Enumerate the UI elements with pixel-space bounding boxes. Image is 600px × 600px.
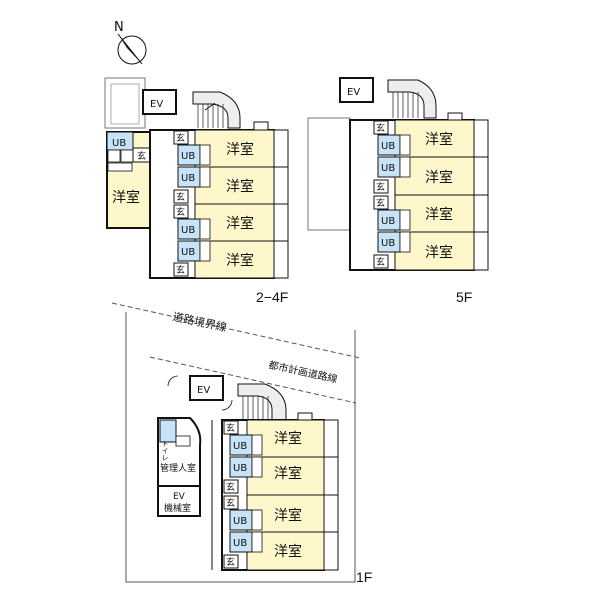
- elevator-label: EV: [197, 385, 210, 396]
- elevator-box: [142, 89, 177, 115]
- unit-ub: UB: [181, 225, 195, 236]
- unit-room-label: 洋室: [274, 507, 302, 524]
- manager-room-label: 管理人室: [160, 462, 196, 474]
- road-boundary-label: 道路境界線: [171, 309, 228, 334]
- unit-genkan: 玄: [376, 197, 385, 209]
- unit-ub: UB: [381, 216, 395, 227]
- floor-1f: 道路境界線 都市計画道路線 EV トイレ 管理人室 EV 機械室: [111, 302, 372, 585]
- unit-ub: UB: [233, 538, 247, 549]
- unit-genkan: 玄: [226, 422, 235, 434]
- unit-genkan: 玄: [176, 264, 185, 276]
- unit-ub: UB: [381, 141, 395, 152]
- unit-room-label: 洋室: [226, 141, 254, 158]
- unit-genkan: 玄: [376, 256, 385, 268]
- unit-room-label: 洋室: [226, 215, 254, 232]
- unit-ub: UB: [181, 151, 195, 162]
- floor-label: 5F: [456, 289, 472, 305]
- elevator-label: EV: [347, 87, 360, 98]
- unit-room-label: 洋室: [274, 543, 302, 560]
- unit-ub: UB: [381, 163, 395, 174]
- unit-room-label: 洋室: [274, 430, 302, 447]
- unit-ub: UB: [181, 173, 195, 184]
- unit-ub: UB: [381, 238, 395, 249]
- unit-ub: UB: [233, 463, 247, 474]
- north-label: N: [114, 20, 124, 35]
- toilet-label: トイレ: [161, 440, 169, 461]
- unit-genkan: 玄: [226, 556, 235, 568]
- unit-room-label: 洋室: [425, 206, 453, 223]
- elevator-box: [189, 375, 224, 401]
- unit-room-label: 洋室: [425, 169, 453, 186]
- unit-genkan: 玄: [176, 132, 185, 144]
- unit-genkan: 玄: [176, 191, 185, 203]
- floor-label: 1F: [356, 569, 372, 585]
- unit-genkan: 玄: [226, 481, 235, 493]
- unit-ub: UB: [233, 441, 247, 452]
- side-unit-room-label: 洋室: [112, 189, 140, 206]
- north-arrow: N: [114, 20, 147, 65]
- side-unit-genkan: 玄: [137, 150, 146, 162]
- side-unit-ub-label: UB: [112, 138, 126, 149]
- unit-genkan: 玄: [176, 206, 185, 218]
- unit-ub: UB: [181, 247, 195, 258]
- planned-road-label: 都市計画道路線: [267, 358, 338, 385]
- elevator-label: EV: [150, 99, 163, 110]
- unit-ub: UB: [233, 516, 247, 527]
- elevator-box: [339, 77, 374, 103]
- unit-genkan: 玄: [226, 497, 235, 509]
- floor-5f: EV 玄 UB 洋室 玄 UB 洋室 玄 UB 洋室: [307, 77, 489, 305]
- unit-room-label: 洋室: [274, 465, 302, 482]
- unit-room-label: 洋室: [425, 244, 453, 261]
- unit-room-label: 洋室: [226, 178, 254, 195]
- unit-genkan: 玄: [376, 181, 385, 193]
- ev-machine-line2: 機械室: [164, 502, 191, 514]
- ev-machine-line1: EV: [173, 492, 186, 502]
- unit-room-label: 洋室: [425, 131, 453, 148]
- floor-2-4f: EV UB 玄 洋室 玄 UB 洋室: [104, 77, 289, 305]
- unit-genkan: 玄: [376, 122, 385, 134]
- unit-room-label: 洋室: [226, 252, 254, 269]
- floor-label: 2−4F: [256, 289, 288, 305]
